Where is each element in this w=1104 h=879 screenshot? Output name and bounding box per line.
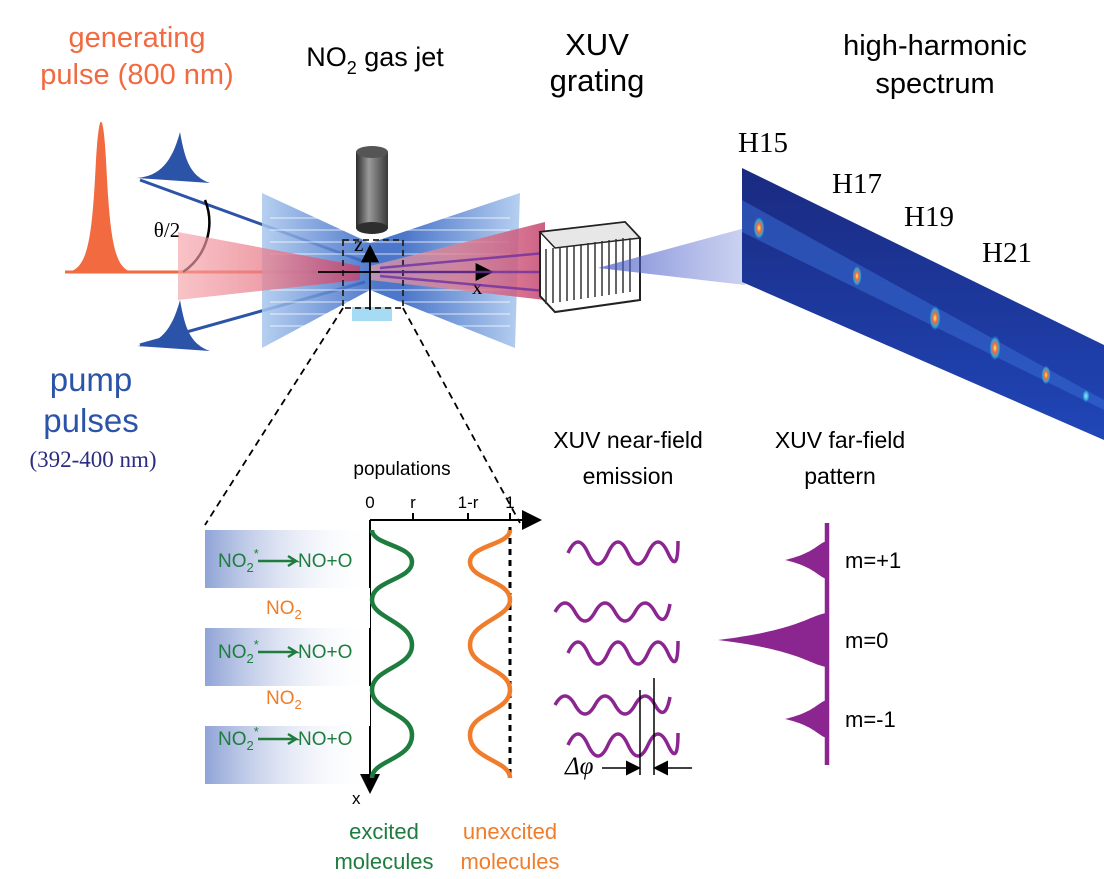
reaction-arrow-0 <box>258 554 301 568</box>
near-field-wave-3 <box>553 694 672 716</box>
svg-text:NO+O: NO+O <box>298 551 352 572</box>
svg-text:NO+O: NO+O <box>298 729 352 750</box>
band-label-1: NO2 <box>266 598 302 622</box>
band-label-4: NO2* NO+O <box>218 724 352 753</box>
near-field-wave-2 <box>566 640 680 666</box>
far-field-label-line2: pattern <box>804 463 876 489</box>
pump-label-line3: (392-400 nm) <box>29 447 156 472</box>
spectrum-label-line1: high-harmonic <box>843 30 1027 62</box>
population-tick-1-r: 1-r <box>458 493 479 512</box>
far-field-peak-0 <box>718 613 827 667</box>
near-field-wave-1 <box>553 601 672 623</box>
harmonic-label-h21: H21 <box>982 237 1032 269</box>
harmonic-spot-h23 <box>1041 365 1051 385</box>
population-tick-1: 1 <box>505 493 514 512</box>
near-field-wave-0 <box>566 540 680 566</box>
near-field-label-line1: XUV near-field <box>553 427 703 453</box>
populations-label: populations <box>353 459 450 480</box>
gas-nozzle-top <box>356 146 388 158</box>
near-field-wave-4 <box>566 732 680 758</box>
generating-pulse-shape <box>65 121 135 272</box>
zoom-connector-right <box>402 307 521 524</box>
excited-label-line1: excited <box>349 819 419 844</box>
excited-label-line2: molecules <box>334 849 433 874</box>
harmonic-label-h17: H17 <box>832 168 882 200</box>
populations-x-label: x <box>352 789 361 808</box>
band-1 <box>205 588 370 628</box>
unexcited-label-line1: unexcited <box>463 819 557 844</box>
spectrum-streak <box>742 200 1104 410</box>
generating-label-line1: generating <box>68 22 205 54</box>
population-ticks <box>412 513 511 520</box>
pump-label-line1: pump <box>50 361 133 398</box>
delta-phi-label: Δφ <box>564 753 594 780</box>
unexcited-label-line2: molecules <box>460 849 559 874</box>
spectral-beam <box>598 228 745 285</box>
svg-text:NO+O: NO+O <box>298 642 352 663</box>
gas-nozzle <box>356 152 388 228</box>
near-field-waves <box>553 540 680 758</box>
population-tick-r: r <box>410 493 416 512</box>
gas-nozzle-bottom <box>356 222 388 234</box>
near-field-label-line2: emission <box>583 463 674 489</box>
harmonic-label-h19: H19 <box>904 201 954 233</box>
grating-label-line1: XUV <box>565 27 629 62</box>
svg-text:NO2*​: NO2*​ <box>218 546 259 575</box>
reaction-arrow-4 <box>258 732 301 746</box>
z-axis-label: z <box>354 232 363 256</box>
harmonic-spot-h19 <box>929 305 941 331</box>
harmonic-label-h15: H15 <box>738 127 788 159</box>
order-label-0: m=0 <box>845 628 888 653</box>
band-0 <box>205 530 370 588</box>
theta-label: θ/2 <box>154 218 180 242</box>
population-bands <box>205 530 370 784</box>
order-label-plus1: m=+1 <box>845 548 901 573</box>
far-field-peak-plus1 <box>785 541 827 579</box>
far-field-label-line1: XUV far-field <box>775 427 905 453</box>
grating-label-line2: grating <box>550 63 645 98</box>
svg-text:NO2*: NO2* <box>218 637 259 666</box>
harmonic-spot-h21 <box>989 335 1001 361</box>
zoom-box <box>342 239 404 309</box>
band-3 <box>205 686 370 726</box>
harmonic-spots <box>753 216 1090 403</box>
gas-jet-label: NO2 gas jet <box>306 42 444 78</box>
gas-plume <box>352 307 392 321</box>
generating-label-line2: pulse (800 nm) <box>40 59 233 91</box>
generating-beam-cone <box>178 232 360 300</box>
excited-population-curve <box>369 529 415 779</box>
pump-pulse-lower <box>137 300 210 351</box>
band-4 <box>205 726 370 784</box>
x-axis-label: x <box>472 275 483 299</box>
harmonic-spot-h15 <box>753 216 765 240</box>
zoom-connector-left <box>204 307 344 526</box>
pump-label-line2: pulses <box>43 402 138 439</box>
reaction-arrow-2 <box>258 645 301 659</box>
svg-text:NO2*: NO2* <box>218 724 259 753</box>
population-tick-0: 0 <box>365 493 374 512</box>
harmonic-spot-h25 <box>1082 389 1090 403</box>
band-label-2: NO2* NO+O <box>218 637 352 666</box>
unexcited-population-curve <box>467 529 513 779</box>
band-2 <box>205 628 370 686</box>
band-label-3: NO2 <box>266 688 302 712</box>
spectrum-label-line2: spectrum <box>875 68 994 100</box>
pump-pulse-upper <box>137 132 210 183</box>
band-label-0: NO2*​ NO+O <box>218 546 352 575</box>
far-field-peak-minus1 <box>785 700 827 738</box>
order-label-minus1: m=-1 <box>845 707 896 732</box>
harmonic-spot-h17 <box>852 265 862 287</box>
